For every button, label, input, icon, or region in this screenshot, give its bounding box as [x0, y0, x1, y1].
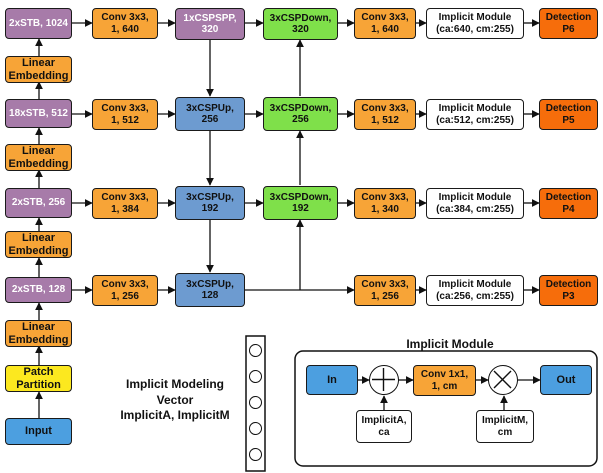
linear-embedding-block-2: Linear Embedding	[5, 231, 72, 258]
conv-left-640: Conv 3x3, 1, 640	[92, 8, 158, 39]
conv-right-340: Conv 3x3, 1, 340	[354, 188, 416, 219]
stb-block-1024: 2xSTB, 1024	[5, 8, 72, 39]
legend-implicit-a-block: ImplicitA, ca	[356, 410, 412, 443]
legend-conv-block: Conv 1x1, 1, cm	[413, 365, 476, 396]
detection-p3: Detection P3	[539, 275, 598, 306]
implicit-module-p3: Implicit Module (ca:256, cm:255)	[426, 275, 524, 306]
vector-caption: Implicit Modeling Vector ImplicitA, Impl…	[120, 377, 230, 423]
conv-left-384: Conv 3x3, 1, 384	[92, 188, 158, 219]
legend-title: Implicit Module	[406, 337, 494, 351]
detection-p4: Detection P4	[539, 188, 598, 219]
stb-block-256: 2xSTB, 256	[5, 188, 72, 218]
vector-cell	[249, 370, 262, 383]
cspup-block-128: 3xCSPUp, 128	[175, 273, 245, 307]
vector-cell	[249, 448, 262, 461]
detection-p6: Detection P6	[539, 8, 598, 39]
legend-in-block: In	[306, 365, 358, 395]
implicit-module-p5: Implicit Module (ca:512, cm:255)	[426, 99, 524, 130]
cspdown-block-320: 3xCSPDown, 320	[263, 8, 338, 40]
cspdown-block-256: 3xCSPDown, 256	[263, 97, 338, 131]
linear-embedding-block-4: Linear Embedding	[5, 56, 72, 83]
conv-right-256: Conv 3x3, 1, 256	[354, 275, 416, 306]
legend-implicit-m-block: ImplicitM, cm	[476, 410, 534, 443]
implicit-module-p4: Implicit Module (ca:384, cm:255)	[426, 188, 524, 219]
vector-cell	[249, 344, 262, 357]
stb-block-128: 2xSTB, 128	[5, 277, 72, 303]
stb-block-512: 18xSTB, 512	[5, 99, 72, 128]
conv-left-512: Conv 3x3, 1, 512	[92, 99, 158, 130]
patch-partition-block: Patch Partition	[5, 365, 72, 392]
linear-embedding-block-1: Linear Embedding	[5, 320, 72, 347]
cspup-block-256: 3xCSPUp, 256	[175, 97, 245, 131]
legend-out-block: Out	[540, 365, 592, 395]
conv-right-512: Conv 3x3, 1, 512	[354, 99, 416, 130]
conv-left-256: Conv 3x3, 1, 256	[92, 275, 158, 306]
linear-embedding-block-3: Linear Embedding	[5, 144, 72, 171]
cspspp-block-320: 1xCSPSPP, 320	[175, 8, 245, 40]
conv-right-640: Conv 3x3, 1, 640	[354, 8, 416, 39]
input-block: Input	[5, 418, 72, 445]
vector-cell	[249, 396, 262, 409]
vector-cell	[249, 422, 262, 435]
implicit-module-p6: Implicit Module (ca:640, cm:255)	[426, 8, 524, 39]
multiply-operator-icon	[488, 365, 518, 395]
cspdown-block-192: 3xCSPDown, 192	[263, 186, 338, 220]
detection-p5: Detection P5	[539, 99, 598, 130]
add-operator-icon	[369, 365, 399, 395]
cspup-block-192: 3xCSPUp, 192	[175, 186, 245, 220]
